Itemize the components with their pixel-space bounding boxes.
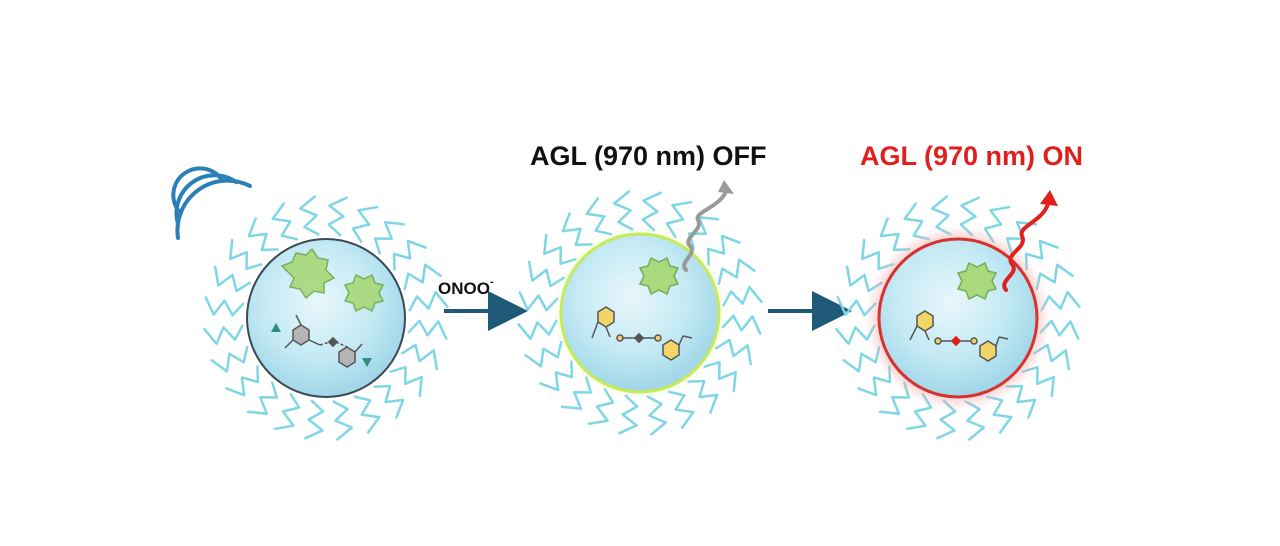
reagent-text: ONOO [438, 279, 490, 298]
emission-arrow-icon [682, 190, 728, 272]
molecule-structure [591, 306, 693, 361]
polymer-chain [351, 205, 379, 243]
polymer-chain [332, 400, 354, 441]
green-fragment [956, 261, 998, 301]
polymer-chain [203, 324, 244, 346]
polymer-chain [225, 365, 260, 397]
polymer-chain [585, 197, 613, 236]
polymer-chain [722, 285, 763, 307]
polymer-chain [204, 296, 245, 317]
polymer-chain [543, 233, 577, 266]
polymer-chains [517, 190, 763, 436]
polymer-chain [618, 394, 639, 435]
polymer-chain [706, 234, 741, 266]
polymer-chain [210, 345, 249, 373]
green-fragment [280, 247, 336, 300]
wireless-signal-icon [171, 166, 252, 240]
polymer-chain [539, 360, 574, 392]
polymer-chain [665, 200, 693, 238]
reagent-label: ONOO- [438, 277, 494, 298]
polymer-chain [389, 365, 423, 398]
polymer-chain [560, 376, 593, 410]
polymer-chain [561, 212, 593, 247]
emission-arrowhead [1040, 190, 1058, 206]
nanoparticle-off [517, 180, 763, 436]
polymer-chain [247, 217, 279, 252]
sphere-core [559, 232, 721, 394]
polymer-chain [612, 190, 634, 231]
polymer-chain [687, 379, 719, 414]
polymer-chain [229, 238, 263, 271]
polymer-chain [667, 390, 695, 429]
polymer-chain [703, 360, 737, 393]
polymer-chain [213, 265, 251, 293]
green-fragment [638, 256, 680, 296]
polymer-chain [407, 319, 448, 340]
state-off-label: AGL (970 nm) OFF [530, 141, 767, 171]
nanoparticle-initial [203, 195, 449, 441]
polymer-chains [203, 195, 449, 441]
molecule-structure [909, 310, 1009, 362]
polymer-chain [715, 338, 753, 366]
polymer-chain [646, 395, 668, 436]
polymer-chain [587, 388, 615, 426]
emission-arrow-icon [1002, 202, 1050, 292]
green-fragment [343, 273, 385, 313]
polymer-chain [373, 384, 405, 419]
polymer-chain [271, 202, 299, 241]
polymer-chain [403, 263, 442, 291]
polymer-chain [304, 399, 325, 440]
polymer-chain [524, 340, 563, 368]
molecule-structure [271, 314, 372, 368]
polymer-chain [392, 239, 427, 271]
polymer-chain [401, 343, 439, 371]
polymer-chain [408, 290, 449, 312]
polymer-chain [373, 221, 406, 255]
polymer-chain [327, 196, 348, 237]
polymer-chain [721, 314, 762, 335]
polymer-chain [298, 195, 320, 236]
polymer-chain [517, 319, 558, 341]
polymer-chain [527, 260, 565, 288]
state-on-label: AGL (970 nm) ON [860, 141, 1084, 171]
polymer-chain [518, 291, 559, 312]
sphere-core [877, 237, 1039, 399]
nanoparticle-on [835, 190, 1081, 441]
polymer-chain [641, 191, 662, 232]
polymer-chain [273, 393, 301, 431]
polymer-chain [353, 395, 381, 434]
emission-arrowhead [718, 180, 734, 194]
polymer-chain [717, 258, 756, 286]
reagent-charge: - [489, 276, 494, 288]
polymer-chain [246, 381, 279, 415]
